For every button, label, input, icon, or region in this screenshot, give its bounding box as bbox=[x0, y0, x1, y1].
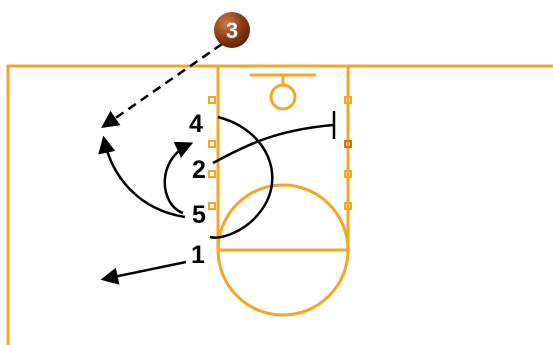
player-4-label: 4 bbox=[189, 110, 203, 138]
player-1-label: 1 bbox=[191, 241, 205, 269]
paint-lane bbox=[216, 66, 350, 250]
lane-mark bbox=[208, 96, 216, 104]
player-5-label: 5 bbox=[192, 201, 206, 229]
cut-player-1 bbox=[100, 260, 187, 285]
ball: 3 bbox=[214, 12, 250, 48]
ball-icon bbox=[214, 12, 250, 48]
lane-mark bbox=[344, 202, 352, 210]
court bbox=[6, 64, 553, 345]
lane-mark bbox=[208, 140, 216, 148]
pass-3-to-wing bbox=[101, 42, 223, 128]
free-throw-circle bbox=[216, 183, 350, 317]
player-labels: 4 2 5 1 bbox=[189, 110, 206, 269]
lane-mark-block bbox=[344, 140, 352, 148]
rim bbox=[269, 83, 297, 111]
lane-mark bbox=[208, 202, 216, 210]
lane-mark bbox=[344, 170, 352, 178]
cut-player-5 bbox=[163, 141, 194, 215]
cut-player-4 bbox=[209, 115, 274, 239]
lane-marks bbox=[208, 96, 352, 210]
lane-mark bbox=[208, 170, 216, 178]
lane-mark bbox=[344, 96, 352, 104]
actions bbox=[98, 42, 336, 285]
cut-player-5-wing bbox=[98, 135, 186, 219]
baseline bbox=[6, 64, 553, 345]
screen-player-2 bbox=[212, 123, 334, 165]
player-3-label: 3 bbox=[226, 18, 238, 43]
player-2-label: 2 bbox=[192, 156, 206, 184]
